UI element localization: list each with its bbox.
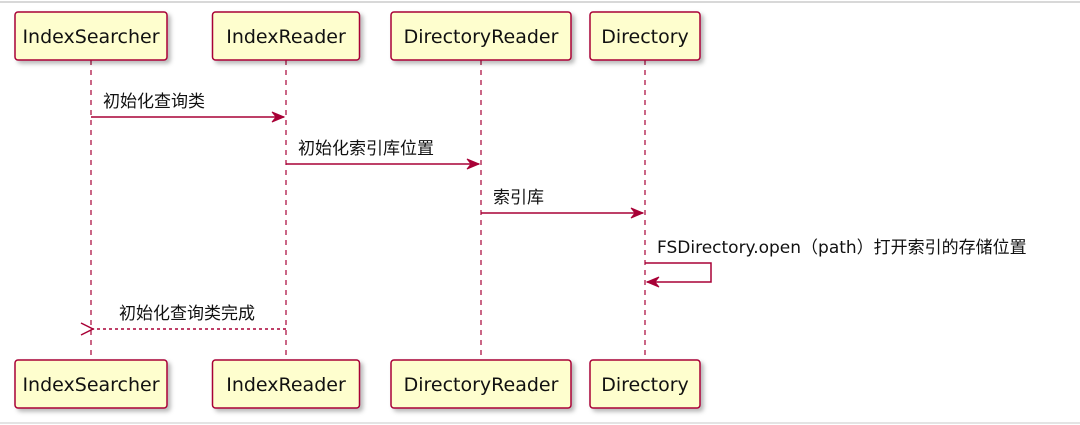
arrow-head bbox=[271, 111, 286, 123]
participant-indexsearcher-top: IndexSearcher bbox=[14, 11, 168, 61]
arrow-head bbox=[466, 158, 481, 170]
message-label: 初始化索引库位置 bbox=[298, 139, 434, 159]
participant-label: IndexReader bbox=[226, 374, 346, 396]
participant-indexreader-bottom: IndexReader bbox=[211, 359, 361, 409]
participant-box bbox=[390, 359, 572, 409]
message-label: 索引库 bbox=[493, 188, 544, 208]
participant-label: IndexSearcher bbox=[22, 26, 159, 48]
message-label: FSDirectory.open（path）打开索引的存储位置 bbox=[657, 238, 1027, 258]
message-label: 初始化查询类 bbox=[103, 92, 205, 112]
participant-directory-top: Directory bbox=[589, 11, 701, 61]
participant-label: IndexSearcher bbox=[22, 374, 159, 396]
participant-indexsearcher-bottom: IndexSearcher bbox=[14, 359, 168, 409]
participant-box bbox=[589, 359, 701, 409]
participant-box bbox=[14, 359, 168, 409]
participant-label: DirectoryReader bbox=[404, 374, 559, 396]
message-arrow bbox=[645, 262, 712, 283]
message-1: 初始化索引库位置 bbox=[286, 139, 481, 170]
participant-box bbox=[14, 11, 168, 61]
message-2: 索引库 bbox=[481, 188, 645, 219]
participant-directoryreader-top: DirectoryReader bbox=[390, 11, 572, 61]
participant-label: DirectoryReader bbox=[404, 26, 559, 48]
arrow-head bbox=[80, 322, 95, 336]
message-0: 初始化查询类 bbox=[91, 92, 286, 123]
arrow-head bbox=[630, 207, 645, 219]
participant-label: IndexReader bbox=[226, 26, 346, 48]
message-4: 初始化查询类完成 bbox=[80, 304, 286, 336]
participant-box bbox=[211, 11, 361, 61]
participant-box bbox=[211, 359, 361, 409]
participant-directoryreader-bottom: DirectoryReader bbox=[390, 359, 572, 409]
participant-label: Directory bbox=[601, 374, 689, 396]
arrow-head bbox=[645, 276, 660, 288]
participant-label: Directory bbox=[601, 26, 689, 48]
participant-box bbox=[589, 11, 701, 61]
message-label: 初始化查询类完成 bbox=[119, 304, 255, 324]
participant-indexreader-top: IndexReader bbox=[211, 11, 361, 61]
message-3: FSDirectory.open（path）打开索引的存储位置 bbox=[645, 238, 1027, 288]
participant-box bbox=[390, 11, 572, 61]
participant-directory-bottom: Directory bbox=[589, 359, 701, 409]
